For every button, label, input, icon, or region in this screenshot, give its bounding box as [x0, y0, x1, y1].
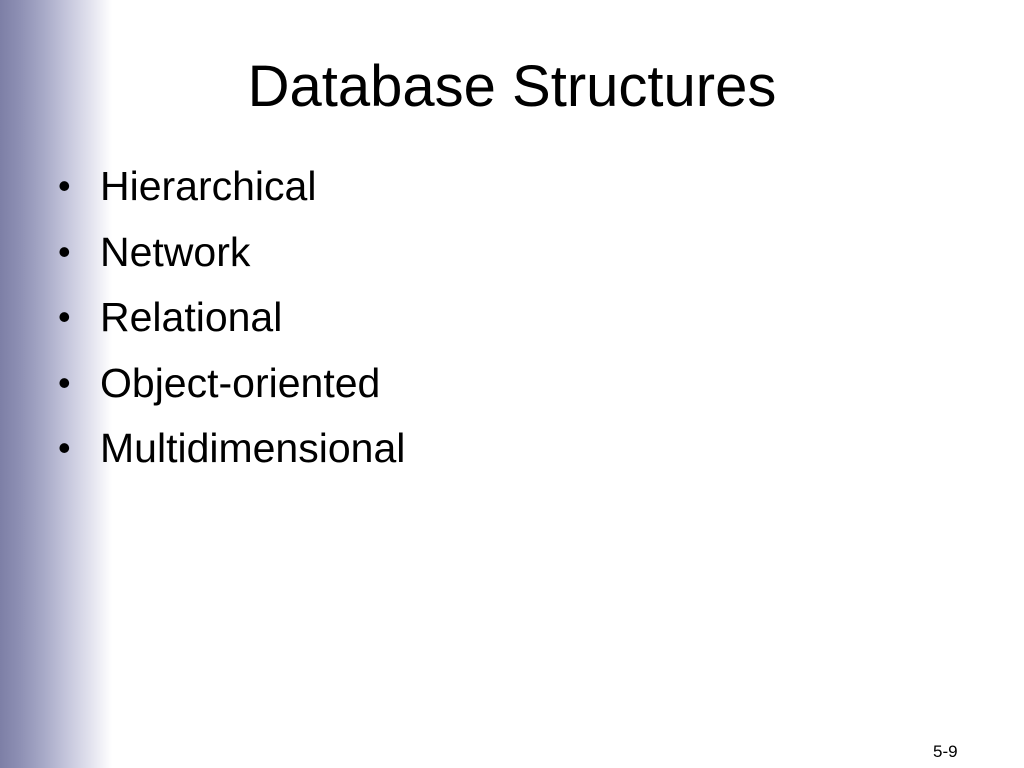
bullet-item-hierarchical: • Hierarchical — [58, 162, 405, 228]
bullet-list: • Hierarchical • Network • Relational • … — [58, 162, 405, 490]
bullet-dot-icon: • — [58, 230, 71, 272]
bullet-item-object-oriented: • Object-oriented — [58, 359, 405, 425]
bullet-dot-icon: • — [58, 361, 71, 403]
bullet-item-relational: • Relational — [58, 293, 405, 359]
slide-title: Database Structures — [247, 54, 777, 119]
bullet-item-network: • Network — [58, 228, 405, 294]
bullet-dot-icon: • — [58, 165, 71, 206]
bullet-text: Hierarchical — [100, 163, 317, 209]
sidebar-gradient-decoration — [0, 0, 112, 768]
page-number: 5-9 — [933, 742, 958, 761]
bullet-dot-icon: • — [58, 427, 71, 468]
bullet-item-multidimensional: • Multidimensional — [58, 424, 405, 490]
bullet-text: Object-oriented — [100, 359, 381, 406]
bullet-text: Relational — [100, 294, 283, 340]
bullet-text: Multidimensional — [100, 425, 406, 471]
bullet-dot-icon: • — [58, 296, 71, 337]
bullet-text: Network — [100, 228, 251, 275]
